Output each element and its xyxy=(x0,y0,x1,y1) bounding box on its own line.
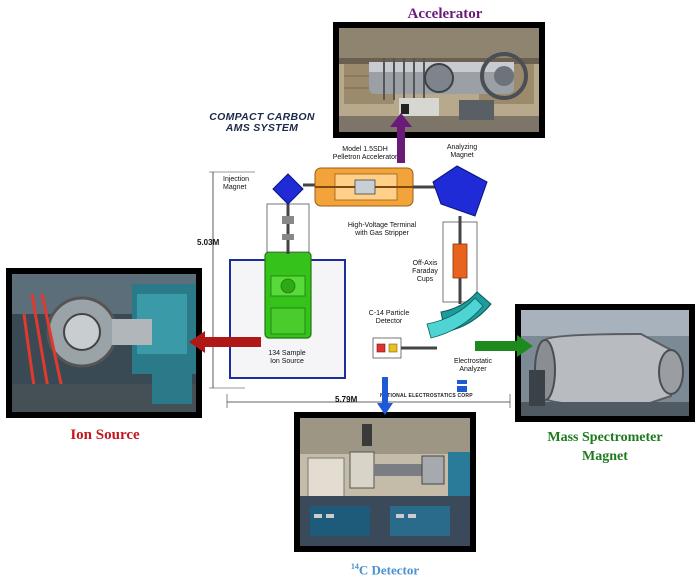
ams-schematic: COMPACT CARBON AMS SYSTEM Model 1.5SDH P… xyxy=(197,112,525,412)
faraday-cups-label: Off-Axis Faraday Cups xyxy=(412,260,438,283)
down-arrow xyxy=(377,377,393,415)
schematic-title-line1: COMPACT CARBON xyxy=(209,111,315,123)
right-arrow xyxy=(475,335,533,357)
left-arrow xyxy=(189,331,261,353)
injection-magnet-label: Injection Magnet xyxy=(223,176,250,191)
analyzing-magnet-label: Analyzing Magnet xyxy=(446,144,478,159)
particle-detector-label: C-14 Particle Detector xyxy=(368,310,410,325)
height-dimension: 5.03M xyxy=(197,238,220,247)
schematic-title: COMPACT CARBON AMS SYSTEM xyxy=(207,112,317,134)
terminal-label: High-Voltage Terminal with Gas Stripper xyxy=(347,222,417,237)
ion-source-photo xyxy=(6,268,202,418)
accelerator-caption: Accelerator xyxy=(407,6,483,22)
up-arrow xyxy=(390,113,412,163)
detector-photo xyxy=(294,412,476,552)
detector-caption-text: C Detector xyxy=(358,562,420,578)
schematic-title-line2: AMS SYSTEM xyxy=(225,122,299,134)
mass-spec-caption-line2: Magnet xyxy=(582,449,628,464)
accelerator-model-label: Model 1.5SDH Pelletron Accelerator xyxy=(332,146,398,161)
esa-label: Electrostatic Analyzer xyxy=(453,358,493,373)
mass-spec-caption: Mass Spectrometer Magnet xyxy=(520,428,690,466)
width-dimension: 5.79M xyxy=(335,395,358,404)
corp-label: NATIONAL ELECTROSTATICS CORP xyxy=(380,393,473,399)
detector-caption-superscript: 14 xyxy=(350,562,359,571)
ion-source-schematic-label: 134 Sample Ion Source xyxy=(268,350,306,365)
ion-source-caption: Ion Source xyxy=(70,427,140,443)
mass-spec-photo xyxy=(515,304,695,422)
accelerator-photo xyxy=(333,22,545,138)
detector-caption: 14C Detector xyxy=(310,557,460,579)
mass-spec-caption-line1: Mass Spectrometer xyxy=(547,430,663,445)
